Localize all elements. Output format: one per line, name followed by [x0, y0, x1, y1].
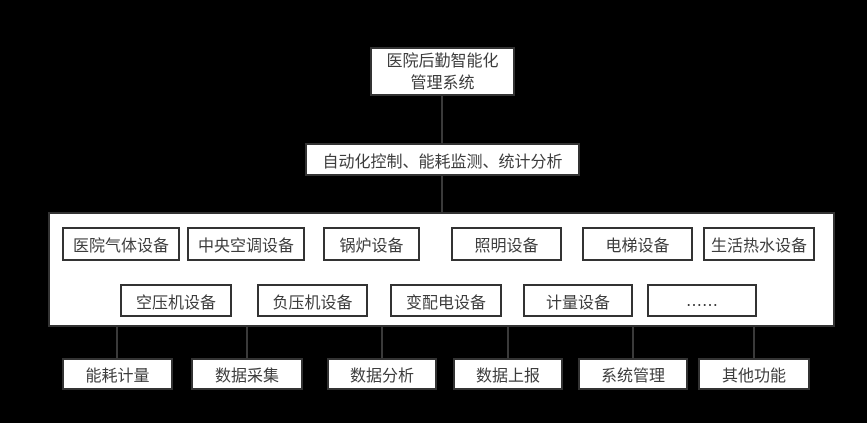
function-label: 数据分析 — [349, 366, 414, 385]
node-data-analysis-function: 数据分析 — [327, 358, 437, 390]
equipment-label: 中央空调设备 — [197, 236, 294, 255]
middle-label: 自动化控制、能耗监测、统计分析 — [322, 151, 563, 171]
function-label: 系统管理 — [600, 366, 665, 385]
equipment-label: 锅炉设备 — [339, 236, 404, 255]
root-title-line-1: 医院后勤智能化 — [386, 50, 499, 70]
function-label: 数据采集 — [214, 366, 279, 385]
ellipsis-label: …… — [686, 291, 718, 310]
node-root-hospital-logistics-system: 医院后勤智能化 管理系统 — [370, 47, 515, 96]
equipment-label: 计量设备 — [545, 292, 610, 312]
connector-root-to-middle — [441, 96, 443, 143]
node-lighting-equipment: 照明设备 — [451, 227, 562, 261]
connector-container-to-system-management — [632, 327, 634, 358]
connector-container-to-data-collection — [246, 327, 248, 358]
function-label: 能耗计量 — [85, 366, 150, 385]
root-title-line-2: 管理系统 — [410, 72, 475, 92]
node-system-management-function: 系统管理 — [578, 358, 688, 390]
node-data-collection-function: 数据采集 — [191, 358, 303, 390]
node-power-distribution-equipment: 变配电设备 — [390, 284, 502, 317]
node-boiler-equipment: 锅炉设备 — [323, 227, 420, 261]
node-hospital-gas-equipment: 医院气体设备 — [62, 227, 180, 261]
node-data-reporting-function: 数据上报 — [453, 358, 563, 390]
node-domestic-hot-water-equipment: 生活热水设备 — [703, 227, 815, 261]
connector-container-to-data-reporting — [507, 327, 509, 358]
function-label: 数据上报 — [475, 366, 540, 385]
equipment-label: 负压机设备 — [272, 292, 353, 312]
node-metering-equipment: 计量设备 — [523, 284, 633, 317]
equipment-label: 生活热水设备 — [710, 236, 807, 255]
node-air-compressor-equipment: 空压机设备 — [120, 284, 232, 317]
equipment-label: 变配电设备 — [405, 292, 486, 312]
connector-middle-to-container — [441, 176, 443, 212]
function-label: 其他功能 — [721, 366, 786, 385]
node-control-monitor-analysis: 自动化控制、能耗监测、统计分析 — [305, 143, 580, 176]
equipment-label: 电梯设备 — [605, 236, 670, 255]
node-other-functions: 其他功能 — [698, 358, 810, 390]
equipment-label: 空压机设备 — [135, 292, 216, 312]
equipment-label: 照明设备 — [474, 236, 539, 255]
node-central-ac-equipment: 中央空调设备 — [187, 227, 305, 261]
equipment-label: 医院气体设备 — [72, 236, 169, 255]
node-elevator-equipment: 电梯设备 — [582, 227, 693, 261]
node-negative-pressure-equipment: 负压机设备 — [257, 284, 368, 317]
connector-container-to-other-functions — [753, 327, 755, 358]
node-ellipsis-more-equipment: …… — [647, 284, 757, 317]
node-energy-metering-function: 能耗计量 — [62, 358, 173, 390]
connector-container-to-data-analysis — [381, 327, 383, 358]
connector-container-to-energy-metering — [116, 327, 118, 358]
